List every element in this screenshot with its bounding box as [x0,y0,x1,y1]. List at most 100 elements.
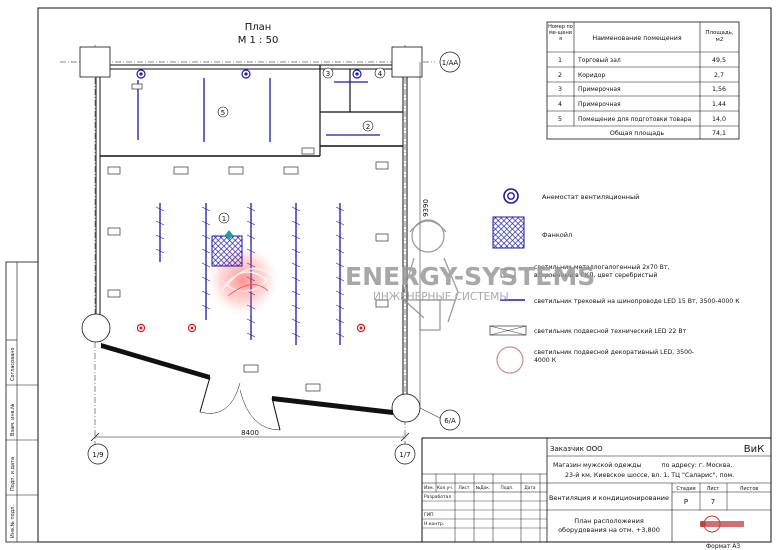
sheet-format: Формат А3 [706,543,740,550]
legend-metal-halide-icon [500,268,516,278]
track-spot-tick [335,318,345,324]
track-spot-tick [246,234,256,240]
company-logo-icon [700,515,744,533]
track-spot-tick [201,304,211,310]
track-spot-tick [201,248,211,254]
table-cell: 1,56 [712,86,726,93]
table-header-area: Площадь, м2 [705,30,734,43]
anemostat-icon [241,69,251,79]
partitions [100,65,403,157]
side-stamp-inventory: Инв.№ подл. [10,505,16,538]
stamp-address: 23-й км, Киевское шоссе, вл. 1, ТЦ "Сала… [565,471,734,479]
anemostats [136,69,362,79]
title-block: Заказчик ООО ВиК Магазин мужской одежды … [421,437,772,543]
table-cell: Примерочная [578,101,621,108]
side-stamp-agreed: Согласовано [10,347,16,381]
room-marker-3: 3 [326,70,330,78]
stamp-sheet-label: Лист [707,486,720,492]
decorative-light-icon [356,323,366,333]
room-marker-4: 4 [378,70,383,78]
track-spot-tick [335,220,345,226]
stamp-stage-value: Р [684,498,688,506]
watermark-brand: ENERGY-SYSTEMS [345,262,595,291]
track-spot-tick [246,318,256,324]
stamp-normcontrol: Н.контр. [424,521,444,527]
fancoil-icon [205,230,281,318]
stamp-column-header: Кол.уч. [437,485,453,491]
track-spot-tick [335,332,345,338]
anemostat-icon [352,69,362,79]
track-spot-tick [155,248,165,254]
anemostat-icon [136,69,146,79]
track-spot-tick [291,220,301,226]
track-spot-tick [201,206,211,212]
stamp-sheet-value: 7 [711,498,715,506]
legend-text-fancoil: Фанкойл [542,231,572,239]
room-markers: 5 3 4 2 1 [217,67,386,224]
legend-text-decorative: светильник подвесной декоративный LED, 3… [534,349,695,364]
axis-bottom-left: 1/9 [92,451,103,459]
stamp-column-header: Изм. [424,485,434,491]
table-header-name: Наименование помещения [592,35,682,42]
track-spot-tick [335,206,345,212]
table-header-number: Номер поме-щения [548,24,573,42]
track-spot-tick [291,318,301,324]
track-spot-tick [155,234,165,240]
stamp-object: Магазин мужской одежды по адресу: г. Мос… [553,461,732,469]
track-spot-tick [246,220,256,226]
track-spot-tick [291,276,301,282]
room-marker-2: 2 [366,123,370,131]
table-cell: 1,44 [712,101,726,108]
stamp-section-code: ВиК [744,444,764,455]
track-spot-tick [335,290,345,296]
stamp-column-header: Лист [459,485,470,491]
legend-decorative-icon [496,346,524,374]
plan-scale: М 1 : 50 [238,35,279,46]
stamp-customer: Заказчик ООО [550,445,603,453]
axis-lines [60,45,435,455]
track-spot-tick [335,304,345,310]
watermark: ENERGY-SYSTEMS ИНЖЕНЕРНЫЕ СИСТЕМЫ [345,219,595,331]
track-spot-tick [246,332,256,338]
table-total-label: Общая площадь [610,129,665,137]
table-cell: 1 [558,57,562,64]
table-cell: Примерочная [578,86,621,93]
table-cell: 3 [558,86,562,93]
stamp-column-header: Подп. [500,485,513,491]
track-lights-room5 [137,78,380,142]
plan-title: План [245,22,272,33]
track-spot-tick [291,304,301,310]
track-spot-tick [291,262,301,268]
axis-bottom-right: 6/А [444,417,456,425]
technical-lights [107,83,389,392]
track-spot-tick [291,290,301,296]
track-spot-tick [291,248,301,254]
room-marker-5: 5 [221,109,225,117]
dim-height: 9390 [422,199,430,217]
stamp-gip: ГИП [424,512,434,518]
watermark-subtitle: ИНЖЕНЕРНЫЕ СИСТЕМЫ [373,291,509,303]
legend-text-anemostat: Анемостат вентиляционный [542,193,639,201]
table-cell: 49,5 [712,57,726,64]
track-spot-tick [335,276,345,282]
stamp-developer: Разработал [424,494,451,500]
stamp-column-header: Дата [524,485,535,491]
table-cell: Торговый зал [577,57,621,64]
table-cell: Коридор [578,72,605,79]
room-table: Номер поме-щения Наименование помещения … [546,21,740,140]
side-stamp: Согласовано Взам. инв.№ Подп. и дата Инв… [5,261,39,543]
axis-top-right: 1/АА [442,59,459,67]
table-cell: Помещение для подготовки товара [578,116,692,123]
legend-text-technical: светильник подвесной технический LED 22 … [534,327,687,335]
side-stamp-replace: Взам. инв.№ [10,403,16,436]
table-cell: 2,7 [714,72,724,79]
track-spot-tick [335,248,345,254]
table-total-value: 74,1 [712,130,726,137]
decorative-light-icon [187,323,197,333]
room-marker-1: 1 [222,215,226,223]
dimensions: 8400 9390 [90,62,430,442]
track-spot-tick [155,220,165,226]
